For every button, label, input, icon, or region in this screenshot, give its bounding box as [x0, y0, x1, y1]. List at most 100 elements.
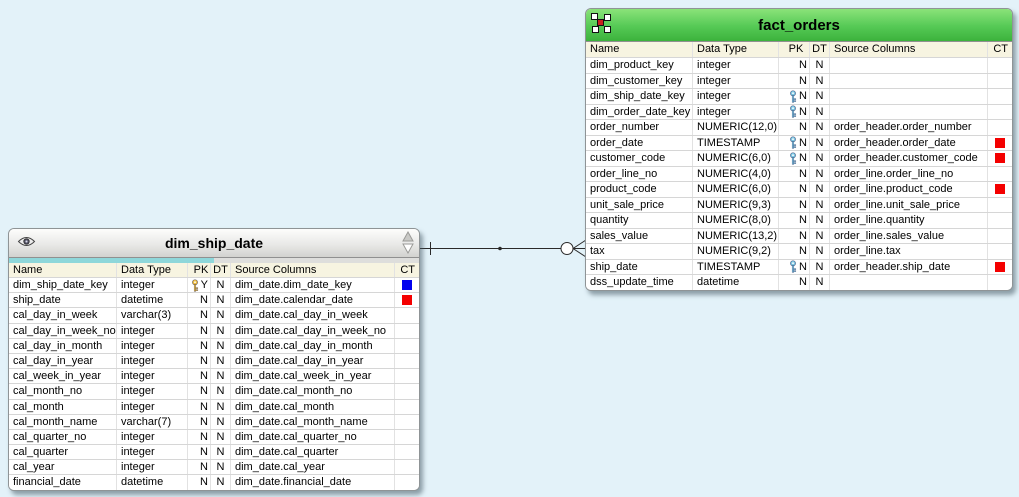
- table-row[interactable]: dim_ship_date_key integer N N: [586, 88, 1012, 104]
- table-row[interactable]: tax NUMERIC(9,2) N N order_line.tax: [586, 243, 1012, 259]
- column-ct: [988, 229, 1012, 244]
- column-pk: N: [779, 58, 810, 73]
- pk-flag: N: [200, 430, 208, 443]
- column-data-type: TIMESTAMP: [693, 259, 779, 274]
- pk-flag: N: [799, 198, 807, 211]
- column-data-type: integer: [117, 460, 188, 475]
- column-ct: [988, 182, 1012, 197]
- table-row[interactable]: ship_date datetime N N dim_date.calendar…: [9, 292, 419, 308]
- table-row[interactable]: dim_order_date_key integer N N: [586, 103, 1012, 120]
- column-source: dim_date.cal_year: [231, 460, 395, 475]
- pk-flag: N: [200, 294, 208, 307]
- column-pk: N: [779, 259, 810, 274]
- column-ct: [988, 105, 1012, 120]
- column-name: cal_day_in_year: [9, 353, 117, 369]
- column-source: order_line.quantity: [830, 213, 988, 228]
- column-ct: [395, 293, 419, 307]
- column-source: [830, 73, 988, 88]
- column-data-type: datetime: [693, 275, 779, 290]
- table-row[interactable]: order_line_no NUMERIC(4,0) N N order_lin…: [586, 165, 1012, 181]
- column-ct: [395, 354, 419, 368]
- table-row[interactable]: cal_day_in_week varchar(3) N N dim_date.…: [9, 307, 419, 323]
- table-row[interactable]: cal_day_in_year integer N N dim_date.cal…: [9, 352, 419, 369]
- column-source: dim_date.cal_month: [231, 399, 395, 414]
- scroll-up-icon[interactable]: [402, 231, 414, 242]
- dt-flag: N: [810, 182, 830, 197]
- table-row[interactable]: quantity NUMERIC(8,0) N N order_line.qua…: [586, 212, 1012, 228]
- pk-flag: N: [200, 339, 208, 352]
- table-row[interactable]: order_date TIMESTAMP N N order_header.or…: [586, 134, 1012, 151]
- column-name: cal_month_no: [9, 384, 117, 399]
- column-data-type: integer: [117, 429, 188, 445]
- column-name: dim_ship_date_key: [9, 278, 117, 293]
- table-row[interactable]: dss_update_time datetime N N: [586, 274, 1012, 290]
- column-ct: [988, 74, 1012, 89]
- column-pk: N: [779, 151, 810, 166]
- pk-flag: N: [799, 260, 807, 273]
- column-data-type: NUMERIC(9,3): [693, 197, 779, 212]
- column-name: ship_date: [9, 293, 117, 308]
- column-source: order_header.order_number: [830, 120, 988, 135]
- table-dim-ship-date[interactable]: dim_ship_date Name Data Type PK DT Sourc…: [8, 228, 420, 491]
- column-name: dim_ship_date_key: [586, 89, 693, 104]
- table-row[interactable]: dim_ship_date_key integer Y N dim_date.d…: [9, 277, 419, 293]
- column-header-row: Name Data Type PK DT Source Columns CT: [9, 263, 419, 277]
- table-row[interactable]: financial_date datetime N N dim_date.fin…: [9, 474, 419, 490]
- table-row[interactable]: ship_date TIMESTAMP N N order_header.shi…: [586, 258, 1012, 274]
- table-header-dim-ship-date[interactable]: dim_ship_date: [9, 229, 419, 258]
- star-schema-handle-icon[interactable]: [591, 13, 612, 34]
- table-row[interactable]: cal_year integer N N dim_date.cal_year: [9, 459, 419, 475]
- column-data-type: NUMERIC(13,2): [693, 228, 779, 243]
- dt-flag: N: [211, 278, 231, 293]
- table-row[interactable]: cal_quarter_no integer N N dim_date.cal_…: [9, 428, 419, 445]
- scroll-down-icon[interactable]: [402, 243, 414, 254]
- eye-icon[interactable]: [17, 234, 36, 252]
- column-data-type: NUMERIC(8,0): [693, 213, 779, 228]
- dt-flag: N: [810, 135, 830, 150]
- table-row[interactable]: order_number NUMERIC(12,0) N N order_hea…: [586, 119, 1012, 135]
- column-header-row: Name Data Type PK DT Source Columns CT: [586, 42, 1012, 57]
- table-row[interactable]: product_code NUMERIC(6,0) N N order_line…: [586, 181, 1012, 197]
- column-header-dt: DT: [810, 42, 830, 57]
- table-row[interactable]: sales_value NUMERIC(13,2) N N order_line…: [586, 227, 1012, 244]
- table-row[interactable]: customer_code NUMERIC(6,0) N N order_hea…: [586, 150, 1012, 166]
- column-ct: [395, 308, 419, 322]
- table-row[interactable]: cal_month_no integer N N dim_date.cal_mo…: [9, 383, 419, 399]
- table-header-fact-orders[interactable]: fact_orders: [586, 9, 1012, 42]
- table-row[interactable]: cal_week_in_year integer N N dim_date.ca…: [9, 368, 419, 384]
- column-pk: N: [188, 475, 211, 490]
- column-pk: N: [779, 228, 810, 243]
- horizontal-scrollbar[interactable]: [9, 258, 419, 263]
- column-ct: [988, 136, 1012, 151]
- table-row[interactable]: cal_month integer N N dim_date.cal_month: [9, 398, 419, 414]
- pk-flag: N: [799, 229, 807, 242]
- column-source: dim_date.cal_quarter: [231, 445, 395, 460]
- column-pk: N: [779, 166, 810, 181]
- column-ct: [395, 324, 419, 338]
- table-row[interactable]: cal_quarter integer N N dim_date.cal_qua…: [9, 444, 419, 460]
- column-data-type: integer: [117, 323, 188, 338]
- dt-flag: N: [211, 369, 231, 384]
- table-row[interactable]: cal_day_in_week_no integer N N dim_date.…: [9, 322, 419, 338]
- table-row[interactable]: cal_day_in_month integer N N dim_date.ca…: [9, 337, 419, 353]
- column-name: cal_day_in_month: [9, 338, 117, 353]
- table-row[interactable]: cal_month_name varchar(7) N N dim_date.c…: [9, 413, 419, 429]
- scrollbar-thumb[interactable]: [9, 258, 214, 263]
- dt-flag: N: [810, 120, 830, 135]
- column-pk: N: [188, 429, 211, 445]
- table-row[interactable]: unit_sale_price NUMERIC(9,3) N N order_l…: [586, 196, 1012, 212]
- dt-flag: N: [810, 197, 830, 212]
- column-data-type: integer: [117, 384, 188, 399]
- column-ct: [395, 445, 419, 459]
- column-name: cal_week_in_year: [9, 369, 117, 384]
- pk-flag: N: [200, 461, 208, 474]
- table-row[interactable]: dim_product_key integer N N: [586, 57, 1012, 73]
- table-row[interactable]: dim_customer_key integer N N: [586, 72, 1012, 89]
- column-data-type: NUMERIC(9,2): [693, 244, 779, 259]
- column-ct: [988, 151, 1012, 166]
- table-fact-orders[interactable]: fact_orders Name Data Type PK DT Source …: [585, 8, 1013, 291]
- column-data-type: integer: [693, 58, 779, 73]
- column-pk: N: [188, 384, 211, 399]
